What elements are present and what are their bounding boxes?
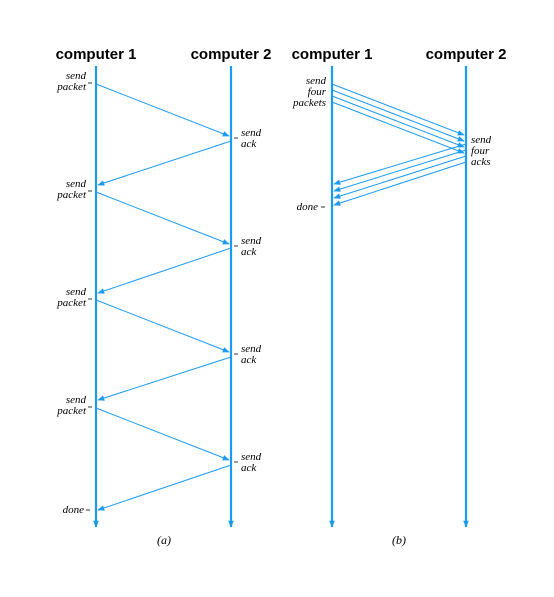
- packet-arrows-b: [331, 83, 465, 154]
- ack-label: ack: [241, 138, 257, 150]
- ack-arrow: [333, 155, 467, 199]
- ack-arrow: [333, 143, 467, 185]
- packet-label: packet: [56, 189, 87, 201]
- send-label: send: [241, 127, 262, 139]
- ack-arrows-b: [333, 143, 467, 206]
- send-label: send: [241, 451, 262, 463]
- ack-arrow: [97, 464, 232, 511]
- computer1-header-a: computer 1: [56, 46, 137, 63]
- right-labels-a: send ack send ack send ack send ack: [234, 127, 262, 474]
- packet-arrow: [95, 299, 230, 353]
- packet-arrow: [331, 95, 465, 148]
- done-label: done: [63, 504, 85, 516]
- packet-arrow: [95, 191, 230, 245]
- send-label: send: [471, 134, 492, 146]
- packet-arrow: [95, 407, 230, 461]
- send-label: send: [241, 235, 262, 247]
- send-label: send: [66, 178, 87, 190]
- caption-b: (b): [392, 533, 406, 547]
- send-label: send: [241, 343, 262, 355]
- computer2-header-a: computer 2: [191, 46, 272, 63]
- ack-arrow: [333, 161, 467, 206]
- ack-label: ack: [241, 462, 257, 474]
- packet-label: packet: [56, 81, 87, 93]
- acks-label: acks: [471, 156, 491, 168]
- message-arrows-a: [95, 83, 232, 511]
- ack-label: ack: [241, 246, 257, 258]
- packets-label: packets: [292, 97, 326, 109]
- packet-label: packet: [56, 297, 87, 309]
- ack-label: ack: [241, 354, 257, 366]
- right-labels-b: send four acks: [471, 134, 492, 168]
- send-label: send: [66, 286, 87, 298]
- packet-arrow: [331, 101, 465, 154]
- packet-arrow: [331, 83, 465, 136]
- ack-arrow: [97, 140, 232, 186]
- packet-arrow: [95, 83, 230, 137]
- send-label: send: [66, 70, 87, 82]
- computer1-header-b: computer 1: [292, 46, 373, 63]
- packet-arrow: [331, 89, 465, 142]
- left-labels-a: send packet send packet send packet send…: [56, 70, 92, 516]
- packet-label: packet: [56, 405, 87, 417]
- done-label: done: [297, 201, 319, 213]
- send-label: send: [306, 75, 327, 87]
- send-label: send: [66, 394, 87, 406]
- left-labels-b: send four packets done: [292, 75, 327, 213]
- four-label: four: [308, 86, 327, 98]
- ack-arrow: [97, 356, 232, 401]
- ack-arrow: [333, 149, 467, 192]
- caption-a: (a): [157, 533, 171, 547]
- ack-arrow: [97, 247, 232, 294]
- four-label: four: [471, 145, 490, 157]
- computer2-header-b: computer 2: [426, 46, 507, 63]
